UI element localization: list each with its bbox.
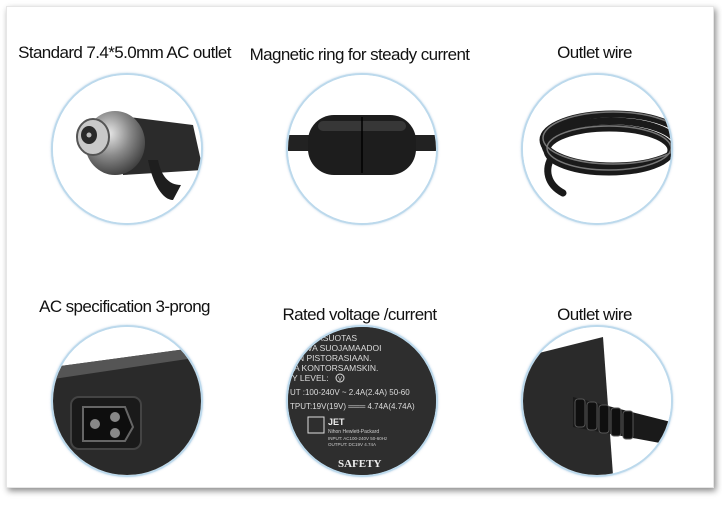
rating-line-6: UT :100-240V ~ 2.4A(2.4A) 50-60 (290, 388, 410, 397)
rating-line-2: AVA SUOJAMAADOI (302, 343, 382, 353)
panel-ac-spec: AC specification 3-prong (7, 247, 242, 477)
product-details-frame: Standard 7.4*5.0mm AC outlet Magne (6, 6, 714, 488)
safety-text: SAFETY (338, 458, 381, 470)
caption-outlet-wire-top: Outlet wire (557, 43, 632, 62)
panel-rated-voltage: Rated voltage /current VASUOTAS AVA SUOJ… (242, 247, 477, 477)
small-input: INPUT: AC100-240V 50-60Hz (328, 436, 388, 441)
three-prong-socket-icon (50, 325, 203, 477)
ferrite-ring-icon (285, 73, 438, 225)
small-output: OUTPUT: DC19V 4.74A (328, 442, 376, 447)
caption-ac-spec: AC specification 3-prong (39, 297, 210, 316)
dc-plug-tip-icon (50, 73, 203, 225)
level-mark: V (338, 377, 342, 383)
caption-magnetic-ring: Magnetic ring for steady current (249, 45, 470, 64)
panel-ac-outlet: Standard 7.4*5.0mm AC outlet (7, 7, 242, 237)
rating-label-icon: VASUOTAS AVA SUOJAMAADOI N PISTORASIAAN.… (285, 325, 438, 477)
coiled-cable-icon (520, 73, 673, 225)
panel-outlet-wire-top: Outlet wire (477, 7, 712, 237)
caption-rated-voltage: Rated voltage /current (282, 305, 437, 324)
rating-line-1: VASUOTAS (312, 333, 357, 343)
panel-magnetic-ring: Magnetic ring for steady current (242, 7, 477, 237)
rating-line-5: Y LEVEL: (292, 373, 329, 383)
caption-outlet-wire-bottom: Outlet wire (557, 305, 632, 324)
rating-line-7: TPUT:19V(19V) ═══ 4.74A(4.74A) (290, 402, 415, 411)
rating-line-3: N PISTORASIAAN. (298, 353, 372, 363)
caption-ac-outlet: Standard 7.4*5.0mm AC outlet (18, 43, 231, 62)
rating-line-4: A KONTORSAMSKIN. (294, 363, 378, 373)
strain-relief-cable-icon (520, 325, 673, 477)
maker-name: Nihon Hewlett-Packard (328, 429, 379, 435)
panel-outlet-wire-bottom: Outlet wire (477, 247, 712, 477)
brand-jet: JET (328, 417, 345, 427)
